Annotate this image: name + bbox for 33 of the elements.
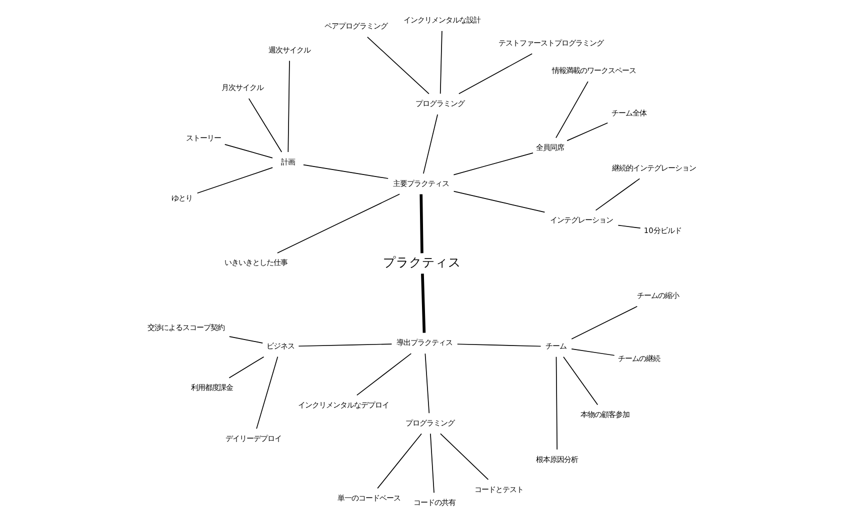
connector xyxy=(423,114,438,174)
node-text: プラクティス xyxy=(383,254,462,270)
connector xyxy=(430,433,434,494)
connector xyxy=(556,81,588,138)
connector xyxy=(571,348,615,356)
connector xyxy=(377,433,422,489)
connector xyxy=(453,190,546,213)
connector xyxy=(421,274,426,333)
connector xyxy=(196,167,273,194)
connector xyxy=(298,344,392,347)
connector xyxy=(424,353,430,414)
connector xyxy=(571,306,638,340)
connector xyxy=(566,122,608,142)
connector xyxy=(248,98,282,152)
connector xyxy=(256,356,278,430)
connector xyxy=(366,36,430,94)
connector xyxy=(303,164,389,179)
connector xyxy=(440,433,489,480)
connector xyxy=(420,194,424,254)
connector xyxy=(456,344,542,347)
connector xyxy=(356,353,412,396)
connector xyxy=(440,30,442,94)
connector xyxy=(618,224,641,228)
connector xyxy=(228,356,264,378)
connector xyxy=(556,356,558,450)
connector xyxy=(228,336,264,344)
connector xyxy=(453,152,534,176)
connector xyxy=(288,60,290,152)
connector xyxy=(224,144,273,158)
connector xyxy=(563,356,598,406)
connector xyxy=(458,53,533,94)
connector xyxy=(276,194,400,254)
connector xyxy=(595,178,640,211)
